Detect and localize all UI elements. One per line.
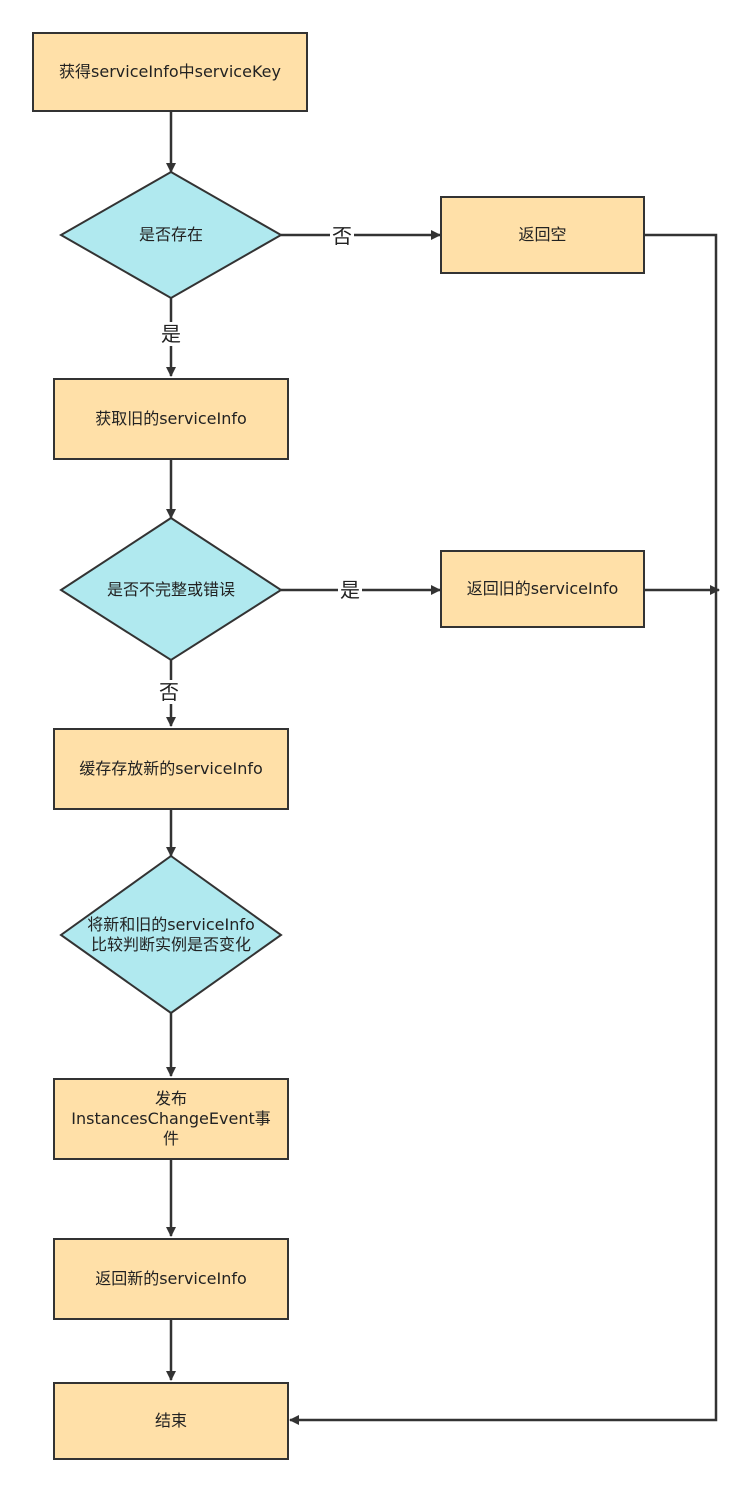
node-publish-event: 发布 InstancesChangeEvent事 件 <box>53 1078 289 1160</box>
decision-compare-label: 将新和旧的serviceInfo 比较判断实例是否变化 <box>56 914 286 956</box>
edge-label-incomplete-yes: 是 <box>338 578 362 602</box>
decision-compare-line2: 比较判断实例是否变化 <box>90 935 251 954</box>
node-return-old-service-info: 返回旧的serviceInfo <box>440 550 645 628</box>
node-get-service-key: 获得serviceInfo中serviceKey <box>32 32 308 112</box>
edge-label-exists-yes: 是 <box>159 322 183 346</box>
node-publish-line1: 发布 <box>154 1089 187 1108</box>
node-publish-line3: 件 <box>162 1129 179 1148</box>
node-return-empty-text: 返回空 <box>518 225 567 244</box>
node-cache-new-text: 缓存存放新的serviceInfo <box>79 759 263 778</box>
node-publish-line2: InstancesChangeEvent事 <box>71 1109 271 1128</box>
decision-compare-diamond <box>59 854 283 1015</box>
decision-exists-diamond <box>58 170 284 300</box>
decision-compare-line1: 将新和旧的serviceInfo <box>87 915 255 934</box>
node-end: 结束 <box>53 1382 289 1460</box>
decision-exists-label: 是否存在 <box>91 222 251 248</box>
node-return-old-text: 返回旧的serviceInfo <box>466 579 619 598</box>
node-return-empty: 返回空 <box>440 196 645 274</box>
edge-label-exists-no: 否 <box>330 224 354 248</box>
edge-label-incomplete-no: 否 <box>157 680 181 704</box>
node-get-old-text: 获取旧的serviceInfo <box>95 409 247 428</box>
node-cache-new-service-info: 缓存存放新的serviceInfo <box>53 728 289 810</box>
node-get-old-service-info: 获取旧的serviceInfo <box>53 378 289 460</box>
node-get-service-key-text: 获得serviceInfo中serviceKey <box>59 62 281 81</box>
node-return-new-text: 返回新的serviceInfo <box>95 1269 247 1288</box>
edge-return-empty-to-end <box>289 233 718 1425</box>
decision-exists-text: 是否存在 <box>138 225 203 244</box>
node-end-text: 结束 <box>154 1411 187 1430</box>
node-return-new-service-info: 返回新的serviceInfo <box>53 1238 289 1320</box>
decision-incomplete-text: 是否不完整或错误 <box>106 580 235 599</box>
decision-incomplete-diamond <box>59 516 283 662</box>
decision-incomplete-label: 是否不完整或错误 <box>86 577 256 603</box>
